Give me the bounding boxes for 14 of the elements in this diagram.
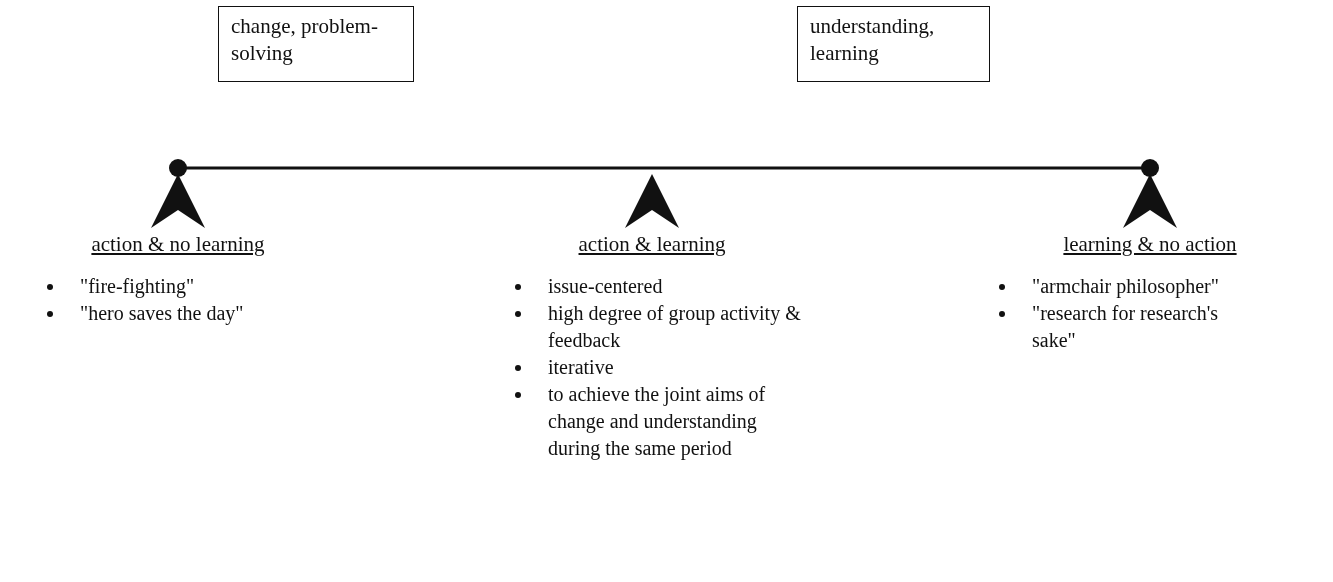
box-text: change, problem-solving (231, 13, 379, 67)
bullet-item: iterative (548, 356, 614, 378)
column-heading: action & learning (578, 232, 726, 257)
box-text: understanding, learning (810, 13, 936, 67)
bullet-item: "hero saves the day" (80, 302, 244, 324)
bullet-item: "armchair philosopher" (1032, 275, 1219, 297)
bullet-item: "fire-fighting" (80, 275, 195, 297)
bullet-item: to achieve the joint aims of change and understanding during the same period (548, 383, 766, 459)
bullet-item: issue-centered (548, 275, 663, 297)
bullet-item: "research for research's sake" (1032, 302, 1219, 351)
column-heading: action & no learning (91, 232, 265, 257)
text-box (797, 6, 990, 82)
text-box (218, 6, 414, 82)
column-heading: learning & no action (1063, 232, 1237, 257)
